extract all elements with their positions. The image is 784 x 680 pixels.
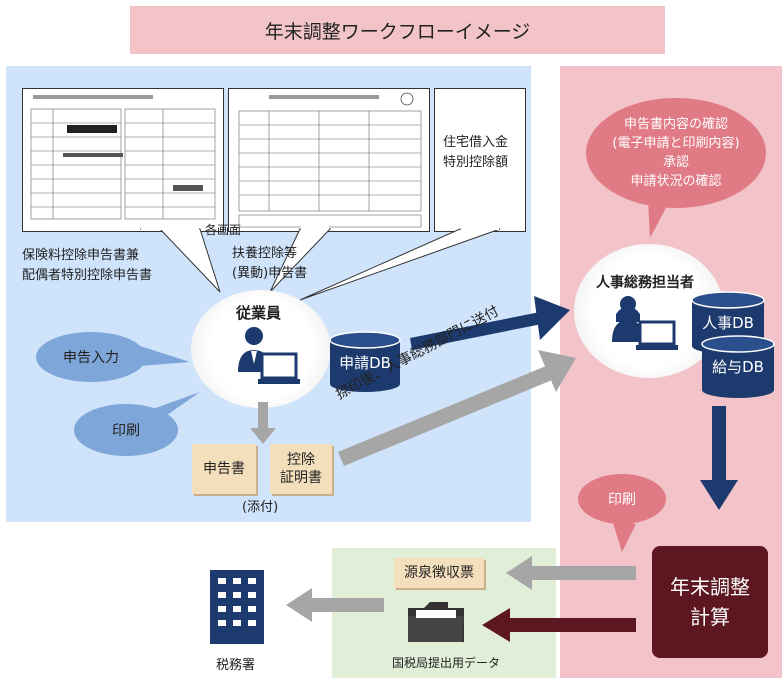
application-db-label: 申請DB xyxy=(339,354,391,372)
hr-speech-bubble: 申告書内容の確認 (電子申請と印刷内容) 承認 申請状況の確認 xyxy=(586,98,766,208)
deduction-doc-line-1: 控除 xyxy=(287,452,315,468)
arrow-data-to-tax-office xyxy=(286,588,384,622)
arrow-calc-to-withholding xyxy=(506,556,636,590)
dependent-label-1: 扶養控除等 xyxy=(232,246,298,261)
folder-icon xyxy=(408,602,464,642)
housing-label-2: 特別控除額 xyxy=(443,155,509,170)
hr-speech-line-2: (電子申請と印刷内容) xyxy=(612,136,740,151)
each-screen-label: 各画面 xyxy=(205,223,242,237)
arrow-db-to-calc xyxy=(700,406,738,510)
print-bubble: 印刷 xyxy=(74,404,178,456)
hr-speech-line-4: 申請状況の確認 xyxy=(630,174,722,189)
declaration-doc: 申告書 xyxy=(192,444,256,494)
housing-form-box: 住宅借入金 特別控除額 xyxy=(434,88,526,232)
employee-node xyxy=(191,290,331,408)
tax-office-building-icon xyxy=(210,570,264,644)
deduction-certificate-doc: 控除 証明書 xyxy=(270,444,332,494)
arrow-employee-to-docs xyxy=(250,402,276,444)
personnel-db-label: 人事DB xyxy=(702,314,754,332)
input-bubble: 申告入力 xyxy=(36,332,146,382)
withholding-slip-doc: 源泉徴収票 xyxy=(394,558,484,588)
arrow-send-to-hr xyxy=(338,350,576,466)
calc-line-1: 年末調整 xyxy=(670,575,750,599)
application-db-icon xyxy=(329,331,401,392)
hr-speech-line-1: 申告書内容の確認 xyxy=(623,117,728,132)
dependent-label-2: (異動)申告書 xyxy=(232,266,308,281)
tax-office-label: 税務署 xyxy=(216,658,256,673)
calc-line-2: 計算 xyxy=(690,605,730,629)
hr-speech-line-3: 承認 xyxy=(662,155,689,170)
attached-label: (添付) xyxy=(242,500,279,515)
dependent-form-image xyxy=(228,88,430,232)
arrow-db-to-hr xyxy=(410,296,570,350)
arrow-calc-to-taxdata xyxy=(482,608,636,642)
insurance-label-2: 配偶者特別控除申告書 xyxy=(22,268,153,283)
employee-label: 従業員 xyxy=(236,304,282,322)
tax-data-label: 国税局提出用データ xyxy=(392,656,501,670)
year-end-calc-box: 年末調整 計算 xyxy=(652,546,768,658)
insurance-label-1: 保険料控除申告書兼 xyxy=(22,248,140,263)
page-title: 年末調整ワークフローイメージ xyxy=(130,6,665,54)
deduction-doc-line-2: 証明書 xyxy=(280,470,322,486)
insurance-form-image xyxy=(22,88,224,232)
hr-print-bubble: 印刷 xyxy=(578,474,666,524)
hr-label: 人事総務担当者 xyxy=(596,275,694,291)
housing-label-1: 住宅借入金 xyxy=(443,135,509,150)
hr-person-icon xyxy=(612,296,678,350)
payroll-db-label: 給与DB xyxy=(712,358,764,376)
payroll-db-icon xyxy=(701,335,775,398)
employee-person-icon xyxy=(238,327,300,384)
